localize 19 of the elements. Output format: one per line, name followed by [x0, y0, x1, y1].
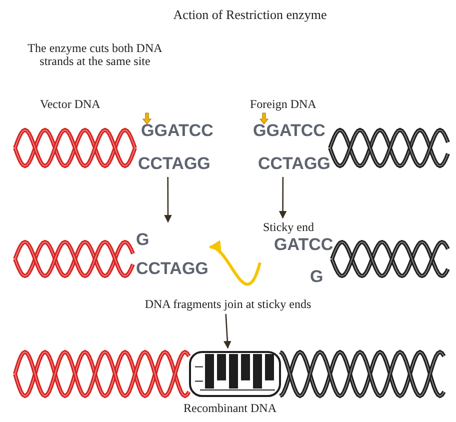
- dna-label: Foreign DNA: [250, 98, 316, 112]
- dna-label: Vector DNA: [40, 98, 100, 112]
- base-sequence: GATCC: [274, 236, 334, 255]
- note-text: The enzyme cuts both DNA strands at the same site: [26, 42, 164, 68]
- base-sequence: G: [136, 231, 150, 250]
- base-sequence: GGATCC: [141, 122, 214, 141]
- curved-arrow: [208, 243, 262, 286]
- base-sequence: CCTAGG: [258, 155, 330, 174]
- base-sequence: G: [310, 268, 324, 287]
- dna-label: Recombinant DNA: [182, 402, 278, 416]
- step-caption: DNA fragments join at sticky ends: [144, 298, 312, 312]
- base-sequence: CCTAGG: [138, 155, 210, 174]
- base-sequence: CCTAGG: [136, 260, 208, 279]
- arrow: [224, 314, 232, 349]
- arrow: [164, 177, 172, 223]
- arrow: [278, 177, 287, 219]
- sticky-end-label: Sticky end: [263, 221, 314, 234]
- diagram-title: Action of Restriction enzyme: [172, 8, 328, 22]
- base-sequence: GGATCC: [253, 122, 326, 141]
